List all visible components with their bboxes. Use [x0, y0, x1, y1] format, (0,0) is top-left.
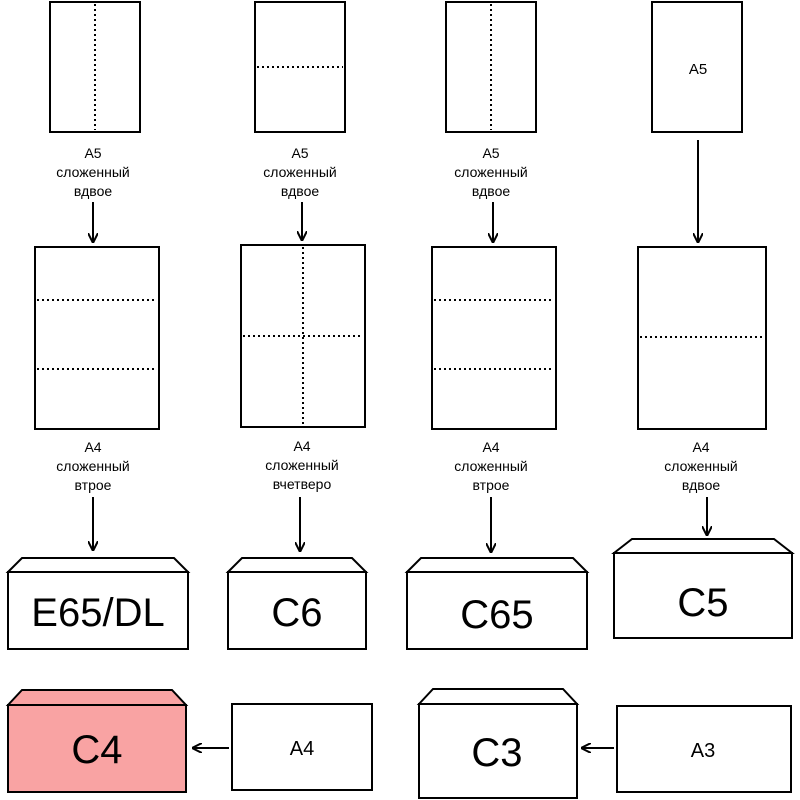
- envelope-label: C4: [71, 728, 122, 772]
- caption-line: сложенный: [454, 164, 527, 180]
- caption-line: втрое: [473, 477, 510, 493]
- column-2: А5 сложенный вдвое А4 сложенный вчетверо…: [225, 1, 369, 650]
- bottom-left-group: C4 А4: [5, 689, 373, 793]
- caption-line: А4: [293, 438, 310, 454]
- sheet-label: А4: [290, 738, 314, 760]
- column-1: А5 сложенный вдвое А4 сложенный втрое E6…: [5, 1, 191, 650]
- envelope-e65-dl: [7, 571, 189, 650]
- caption-line: сложенный: [664, 458, 737, 474]
- a5-sheet: [651, 1, 743, 133]
- caption-line: сложенный: [263, 164, 336, 180]
- a5-sheet-vertical-fold: [49, 1, 141, 133]
- caption-line: А4: [482, 439, 499, 455]
- sheet-label: А3: [691, 740, 715, 762]
- column-4: А5 А4 сложенный вдвое C5: [611, 1, 795, 639]
- a4-sheet-tri-fold: [431, 246, 557, 430]
- caption-line: А5: [291, 145, 308, 161]
- sheet-label: А5: [689, 61, 707, 78]
- envelope-label: C65: [460, 593, 533, 637]
- envelope-flap: [404, 557, 590, 573]
- envelope-label: C3: [471, 731, 522, 775]
- caption-line: сложенный: [265, 457, 338, 473]
- envelope-c5: [613, 552, 793, 639]
- envelope-c65: [406, 571, 588, 650]
- caption-line: вдвое: [281, 183, 320, 199]
- caption-line: А5: [482, 145, 499, 161]
- envelope-c6: [227, 571, 367, 650]
- caption-line: вдвое: [74, 183, 113, 199]
- caption-line: А4: [84, 439, 101, 455]
- caption-line: сложенный: [56, 164, 129, 180]
- envelope-label: E65/DL: [31, 591, 164, 635]
- envelope-c4: [7, 704, 187, 793]
- bottom-right-group: C3 А3: [416, 688, 792, 799]
- caption-line: А4: [692, 439, 709, 455]
- caption-line: втрое: [75, 477, 112, 493]
- envelope-flap: [225, 557, 369, 573]
- envelope-c3: [418, 703, 578, 799]
- caption-line: вдвое: [682, 477, 721, 493]
- caption-line: сложенный: [454, 458, 527, 474]
- envelope-flap: [416, 688, 580, 705]
- a4-sheet-tri-fold: [34, 246, 160, 430]
- a3-sheet: [616, 705, 792, 793]
- caption-line: вдвое: [472, 183, 511, 199]
- envelope-flap: [5, 689, 189, 706]
- caption-line: А5: [84, 145, 101, 161]
- a5-sheet-horizontal-fold: [254, 1, 346, 133]
- column-3: А5 сложенный вдвое А4 сложенный втрое C6…: [404, 1, 590, 650]
- envelope-label: C6: [271, 591, 322, 635]
- caption-line: сложенный: [56, 458, 129, 474]
- envelope-label: C5: [677, 581, 728, 625]
- a4-sheet: [231, 703, 373, 791]
- caption-line: вчетверо: [273, 476, 332, 492]
- envelope-flap: [611, 538, 795, 554]
- envelope-flap: [5, 557, 191, 573]
- a5-sheet-vertical-fold: [445, 1, 537, 133]
